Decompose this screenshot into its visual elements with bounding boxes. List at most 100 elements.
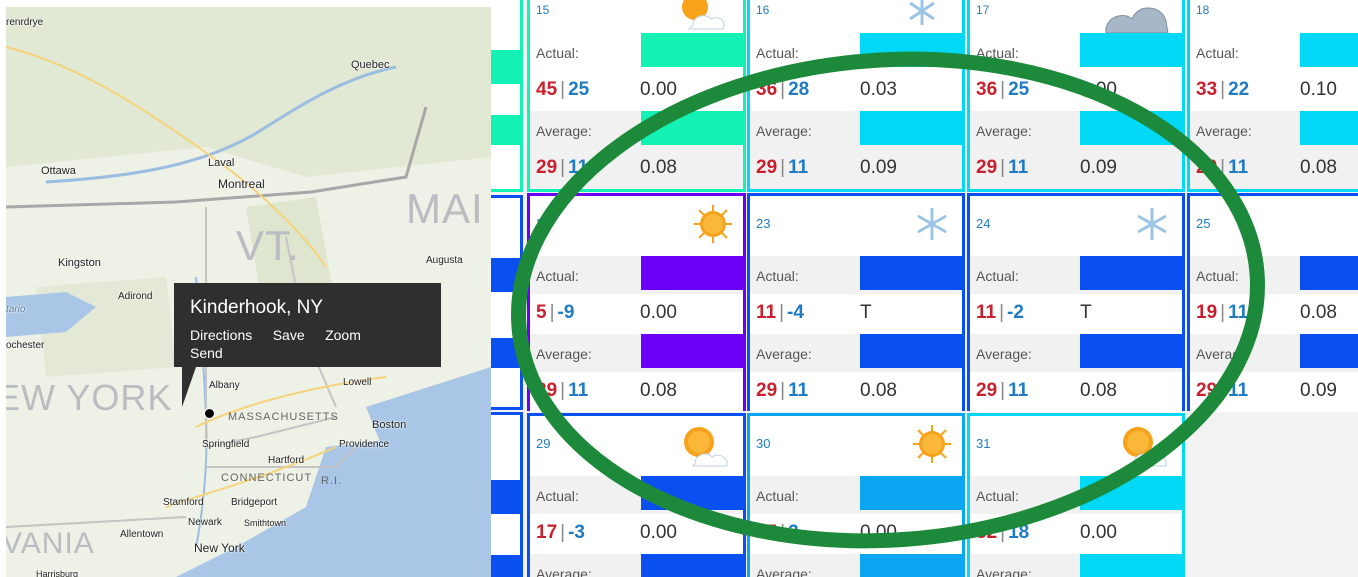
directions-link[interactable]: Directions [190, 327, 253, 343]
partly-sunny-icon [682, 0, 725, 30]
actual-label: Actual: [756, 268, 799, 284]
lake-label-ontario: tario [6, 304, 26, 315]
location-pin-icon[interactable] [204, 408, 215, 419]
calendar-cell-partial[interactable] [491, 0, 523, 192]
avg-high-temp: 29 [976, 157, 998, 178]
precip-bar [1080, 334, 1182, 368]
avg-low-temp: 11 [1008, 380, 1029, 401]
calendar-cell-partial[interactable] [491, 412, 523, 577]
avg-low-temp: 11 [568, 380, 589, 401]
city-label-smithtown: Smithtown [244, 518, 287, 528]
send-link[interactable]: Send [190, 345, 223, 361]
avg-precip-value: 0.08 [1300, 157, 1337, 178]
actual-label: Actual: [536, 488, 579, 504]
precip-value: 0.00 [1080, 522, 1117, 543]
low-temp: 25 [1008, 79, 1030, 100]
precip-value: 0.08 [1300, 302, 1337, 323]
actual-temps: 17|-3 [536, 522, 585, 543]
avg-low-temp: 11 [788, 380, 809, 401]
avg-precip-value: 0.08 [640, 380, 677, 401]
high-temp: 17 [536, 522, 558, 543]
calendar-cell-day-29[interactable]: 29 Actual: 17|-3 0.00 Average: [527, 413, 746, 577]
actual-temps: 36|28 [756, 79, 810, 100]
high-temp: 25 [756, 522, 778, 543]
city-label-boston: Boston [372, 419, 407, 431]
precip-bar [491, 480, 520, 514]
actual-label: Actual: [536, 45, 579, 61]
average-label: Average: [536, 566, 592, 577]
actual-temps: 33|22 [1196, 79, 1250, 100]
city-label-laval: Laval [208, 157, 235, 169]
save-link[interactable]: Save [272, 327, 305, 343]
map-view[interactable]: VT. MAI EW YORK VANIA MASSACHUSETTS CONN… [6, 7, 491, 577]
actual-temps: 11|-4 [756, 302, 804, 323]
snowflake-icon [1137, 208, 1167, 240]
city-label-kingston: Kingston [58, 257, 101, 269]
avg-high-temp: 29 [976, 380, 998, 401]
actual-temps: 45|25 [536, 79, 590, 100]
average-temps: 29|11 [536, 380, 589, 401]
region-label-connecticut: CONNECTICUT [221, 472, 313, 484]
city-label-rochester: ochester [6, 340, 45, 351]
region-label-vermont: VT. [236, 222, 300, 269]
actual-temps: 11|-2 [976, 302, 1024, 323]
average-label: Average: [976, 346, 1032, 362]
actual-label: Actual: [756, 45, 799, 61]
average-label: Average: [976, 566, 1032, 577]
city-label-albany: Albany [209, 380, 240, 391]
precip-bar [860, 554, 962, 577]
actual-label: Actual: [976, 268, 1019, 284]
low-temp: -4 [787, 302, 804, 323]
low-temp: 22 [1228, 79, 1250, 100]
avg-low-temp: 11 [568, 157, 589, 178]
high-temp: 36 [756, 79, 778, 100]
city-label-allentown: Allentown [120, 529, 164, 540]
avg-precip-value: 0.08 [640, 157, 677, 178]
low-temp: -9 [557, 302, 575, 323]
actual-label: Actual: [1196, 268, 1239, 284]
zoom-link[interactable]: Zoom [325, 327, 361, 343]
actual-temps: 32|18 [976, 522, 1030, 543]
city-label-providence: Providence [339, 439, 390, 450]
avg-low-temp: 11 [1228, 157, 1249, 178]
average-temps: 29|11 [756, 157, 809, 178]
precip-bar [860, 476, 962, 510]
avg-low-temp: 11 [1228, 380, 1249, 401]
popup-title: Kinderhook, NY [190, 297, 324, 318]
precip-bar [860, 33, 962, 67]
precip-bar [1080, 256, 1182, 290]
region-label-rhode-island: R.I. [321, 475, 343, 487]
average-temps: 29|11 [536, 157, 589, 178]
day-number: 24 [976, 216, 991, 231]
average-temps: 29|11 [976, 157, 1029, 178]
avg-high-temp: 29 [1196, 157, 1218, 178]
average-temps: 29|11 [976, 380, 1029, 401]
actual-temps: 5|-9 [536, 302, 575, 323]
average-label: Average: [976, 123, 1032, 139]
day-number: 29 [536, 436, 551, 451]
calendar-cell-partial[interactable] [491, 195, 523, 410]
day-number: 31 [976, 436, 991, 451]
actual-temps: 36|25 [976, 79, 1030, 100]
city-label-montreal: Montreal [218, 177, 265, 191]
avg-low-temp: 11 [1008, 157, 1029, 178]
avg-high-temp: 29 [756, 157, 778, 178]
average-label: Averag [1196, 346, 1241, 362]
precip-bar [1300, 334, 1358, 368]
region-label-massachusetts: MASSACHUSETTS [228, 411, 339, 423]
precip-bar [640, 33, 743, 67]
precip-value: 0.00 [640, 522, 677, 543]
average-temps: 29|11 [756, 380, 809, 401]
average-label: Average: [756, 123, 812, 139]
